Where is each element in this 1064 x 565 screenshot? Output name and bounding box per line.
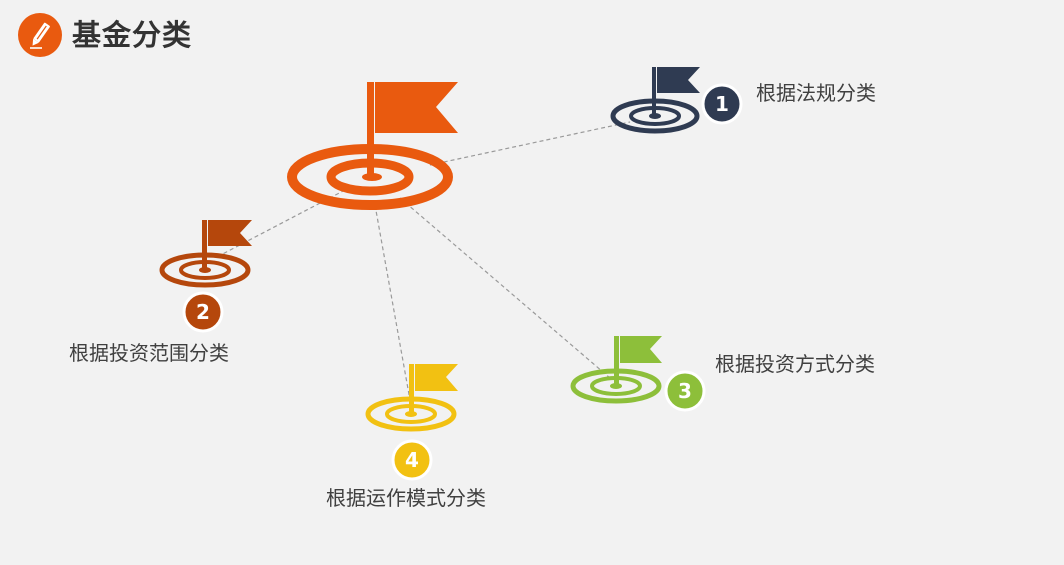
connector-lines [214,121,631,401]
target-4-icon [365,364,458,432]
badge-3: 3 [664,370,706,412]
center-target-icon [287,82,458,210]
badge-4: 4 [391,439,433,481]
svg-text:2: 2 [196,300,210,324]
badge-1: 1 [701,83,743,125]
pencil-icon [18,13,62,57]
label-regulation: 根据法规分类 [756,81,876,105]
target-2-icon [159,220,252,288]
label-operation: 根据运作模式分类 [326,486,486,510]
connector-operation [374,204,411,401]
label-scope: 根据投资范围分类 [69,341,229,365]
page-title: 基金分类 [72,18,193,52]
target-1-icon [610,67,700,134]
svg-text:4: 4 [405,448,419,472]
connector-method [399,197,611,379]
connector-regulation [429,121,631,166]
svg-text:3: 3 [678,379,692,403]
badge-2: 2 [182,291,224,333]
target-3-icon [570,336,662,404]
label-method: 根据投资方式分类 [715,352,875,376]
svg-text:1: 1 [715,92,729,116]
